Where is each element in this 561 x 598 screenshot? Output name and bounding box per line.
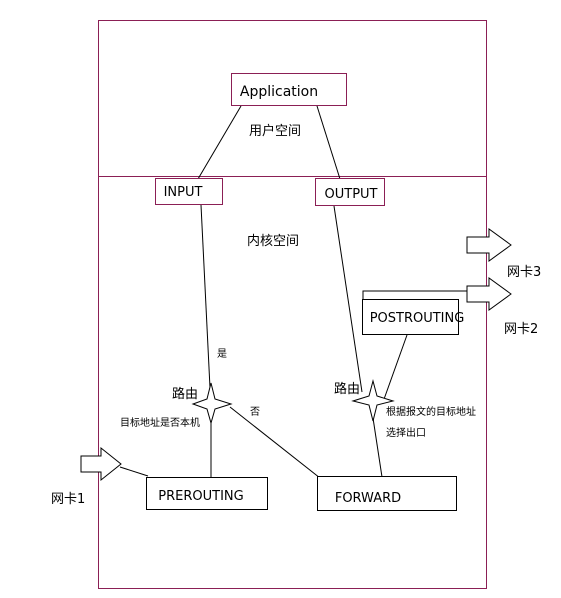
line-app-to-output — [316, 105, 341, 180]
postrouting-label: POSTROUTING — [370, 311, 465, 326]
postrouting-box — [362, 299, 459, 335]
nic2-label: 网卡2 — [504, 322, 538, 337]
kernel-space-label: 内核空间 — [247, 233, 299, 249]
yes-label: 是 — [217, 348, 227, 360]
application-box — [231, 73, 347, 106]
arrow-right-icon — [466, 277, 512, 311]
application-label: Application — [240, 84, 318, 100]
prerouting-label: PREROUTING — [158, 489, 243, 504]
line-input-to-route-left — [200, 204, 211, 389]
input-box — [155, 178, 223, 205]
by-dest-line1-label: 根据报文的目标地址 — [386, 405, 476, 418]
arrow-right-icon — [466, 228, 512, 262]
no-label: 否 — [250, 406, 260, 418]
output-label: OUTPUT — [325, 187, 378, 202]
line-output-to-route-right — [333, 205, 363, 393]
line-route-left-to-forward — [229, 406, 321, 479]
line-route-right-to-forward — [372, 417, 383, 478]
outer-frame — [98, 20, 487, 589]
routing-left-label: 路由 — [172, 386, 198, 402]
output-box — [315, 178, 385, 206]
input-label: INPUT — [164, 185, 203, 200]
forward-label: FORWARD — [335, 491, 401, 506]
line-postrouting-to-route-right — [382, 334, 408, 403]
connector-lines — [119, 105, 470, 480]
dest-is-local-label: 目标地址是否本机 — [120, 416, 200, 429]
by-dest-line2-label: 选择出口 — [386, 426, 426, 439]
forward-box — [317, 476, 457, 511]
nic1-label: 网卡1 — [51, 492, 85, 507]
line-nic1-to-prerouting — [119, 466, 149, 477]
star-icon — [191, 382, 233, 425]
routing-right-label: 路由 — [334, 381, 360, 397]
line-postrouting-to-nic2 — [362, 290, 470, 300]
nic3-label: 网卡3 — [507, 265, 541, 280]
arrow-right-icon — [80, 446, 122, 482]
line-app-to-input — [197, 105, 242, 180]
prerouting-box — [146, 477, 268, 510]
user-space-label: 用户空间 — [249, 123, 301, 139]
star-icon — [351, 379, 395, 422]
